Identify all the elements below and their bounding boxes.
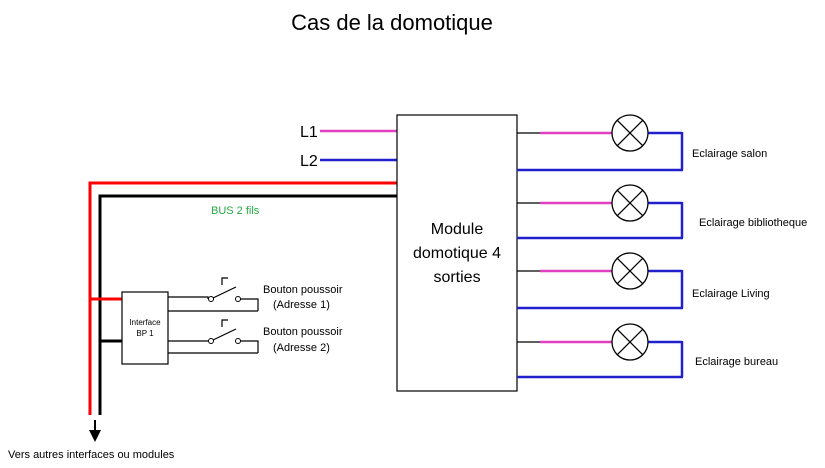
lamp-2-icon: [611, 184, 649, 222]
footer-label: Vers autres interfaces ou modules: [8, 449, 175, 461]
output-4-label: Eclairage bureau: [695, 356, 778, 368]
button-2-label-line2: (Adresse 2): [273, 342, 330, 354]
output-2-circuit: [517, 201, 684, 240]
push-button-1: [168, 277, 259, 312]
bus-label: BUS 2 fils: [211, 205, 260, 217]
l2-label: L2: [300, 153, 318, 170]
module-label-line2: domotique 4: [413, 245, 501, 262]
button-2-label-line1: Bouton poussoir: [263, 326, 343, 338]
output-1-label: Eclairage salon: [692, 148, 767, 160]
output-4-circuit: [517, 340, 684, 379]
bus-red-wire: [88, 181, 397, 415]
diagram-title: Cas de la domotique: [291, 10, 493, 35]
output-1-circuit: [517, 131, 684, 172]
push-button-2: [168, 319, 259, 354]
output-3-label: Eclairage Living: [692, 288, 770, 300]
lamp-1-icon: [611, 114, 649, 152]
interface-box: [121, 291, 169, 365]
lamp-4-icon: [611, 323, 649, 361]
interface-label-line1: Interface: [129, 318, 161, 327]
module-label-line1: Module: [431, 221, 484, 238]
lamp-3-icon: [611, 252, 649, 290]
button-1-label-line2: (Adresse 1): [273, 299, 330, 311]
module-label-line3: sorties: [433, 269, 480, 286]
module-box: [396, 114, 518, 392]
output-3-circuit: [517, 269, 684, 310]
output-2-label: Eclairage bibliotheque: [699, 217, 807, 229]
button-1-label-line1: Bouton poussoir: [263, 284, 343, 296]
interface-label-line2: BP 1: [136, 329, 154, 338]
l1-label: L1: [300, 124, 318, 141]
arrow-down-icon: [89, 430, 101, 442]
